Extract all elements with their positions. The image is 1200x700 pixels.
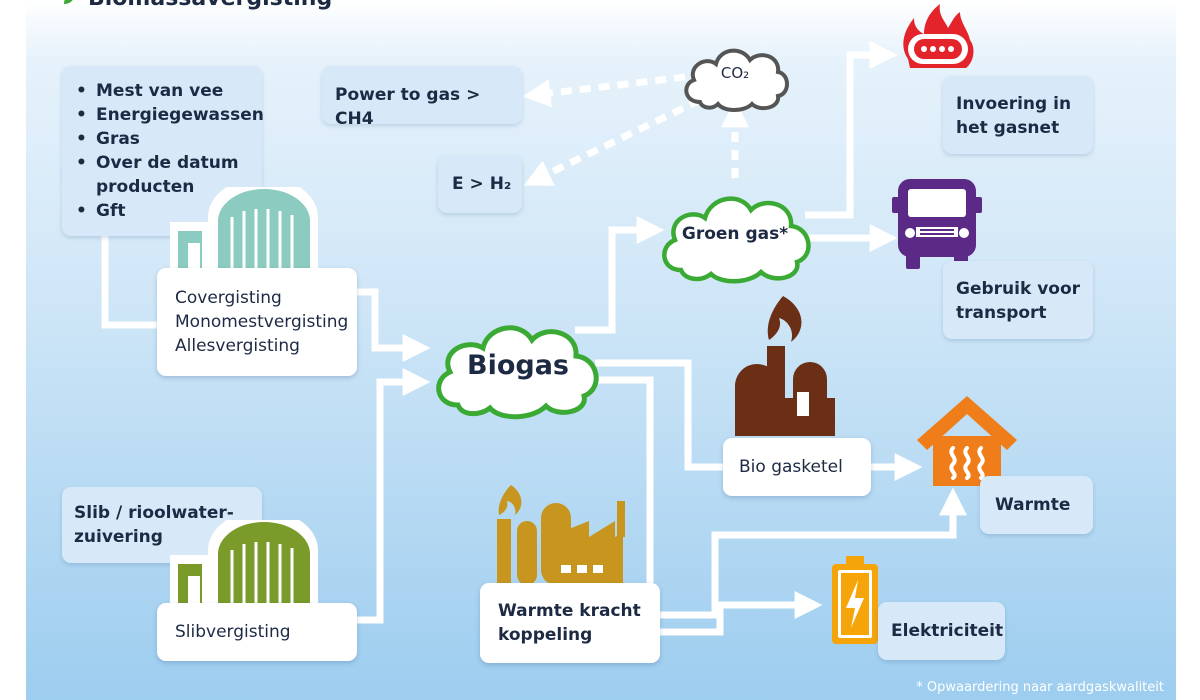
arrow-biogas-to-chp <box>575 376 654 590</box>
biogas-cloud <box>436 325 599 420</box>
arrow-chp-to-electricity <box>660 591 823 636</box>
output-label: Gebruik voor transport <box>956 279 1081 323</box>
list-item: Over de datum producten <box>76 151 262 199</box>
boiler-box: Bio gasketel <box>723 438 871 496</box>
list-item: Mest van vee <box>76 79 262 103</box>
process-label: Covergisting <box>175 288 282 308</box>
truck-icon <box>892 179 982 269</box>
output-label: Invoering in het gasnet <box>956 94 1072 138</box>
output-label: Elektriciteit <box>891 621 1004 641</box>
arrow-digestion-to-biogas <box>355 288 431 362</box>
arrow-chp-to-heat <box>660 487 967 619</box>
flame-icon <box>903 4 974 68</box>
sludge-digestion-box: Slibvergisting <box>157 603 357 661</box>
list-item: Gras <box>76 127 262 151</box>
process-label: Warmte kracht koppeling <box>498 601 641 645</box>
source-list: Mest van vee Energiegewassen Gras Over d… <box>62 79 264 223</box>
heat-box: Warmte <box>980 476 1093 534</box>
electricity-box: Elektriciteit <box>878 602 1005 660</box>
arrow-manure-to-digestion <box>101 235 175 329</box>
process-label: Monomestvergisting <box>175 312 349 332</box>
footnote: * Opwaardering naar aardgaskwaliteit <box>916 680 1164 695</box>
source-label: Slib / rioolwater-zuivering <box>74 503 234 547</box>
arrow-greengas-to-gasnet <box>805 41 898 219</box>
diagram-title: Biomassavergisting <box>88 0 332 11</box>
arrow-co2-to-power-to-gas <box>522 73 686 108</box>
digestion-box: Covergisting Monomestvergisting Allesver… <box>157 268 357 376</box>
green-gas-cloud <box>662 196 811 284</box>
leaf-icon <box>64 0 73 4</box>
power-to-gas-box: Power to gas > CH4 <box>322 66 522 129</box>
biogas-label: Biogas <box>466 350 569 381</box>
arrow-biogas-to-greengas <box>575 216 665 334</box>
gas-grid-box: Invoering in het gasnet <box>943 76 1093 154</box>
co2-label: CO₂ <box>720 64 750 82</box>
chp-plant-icon <box>497 485 625 585</box>
boiler-plant-icon <box>735 296 835 436</box>
process-label: Allesvergisting <box>175 336 300 356</box>
digester-icon <box>170 187 318 270</box>
conversion-label: E > H₂ <box>452 174 512 194</box>
arrow-biogas-to-boiler <box>595 359 725 471</box>
process-label: Slibvergisting <box>175 622 291 642</box>
e-h2-box: E > H₂ <box>438 155 522 213</box>
battery-icon <box>832 556 878 644</box>
list-item: Energiegewassen <box>76 103 264 127</box>
list-item: Gft <box>76 199 262 223</box>
transport-box: Gebruik voor transport <box>943 261 1093 339</box>
sludge-digester-icon <box>170 520 318 603</box>
co2-cloud <box>684 48 789 112</box>
heat-house-icon <box>917 396 1017 486</box>
chp-box: Warmte kracht koppeling <box>480 583 660 663</box>
conversion-label: Power to gas > CH4 <box>335 85 481 129</box>
green-gas-label: Groen gas* <box>681 224 789 244</box>
arrow-co2-to-e-h2 <box>523 96 702 186</box>
process-label: Bio gasketel <box>739 457 843 477</box>
output-label: Warmte <box>995 495 1071 515</box>
arrow-sludge-to-biogas <box>355 368 431 624</box>
